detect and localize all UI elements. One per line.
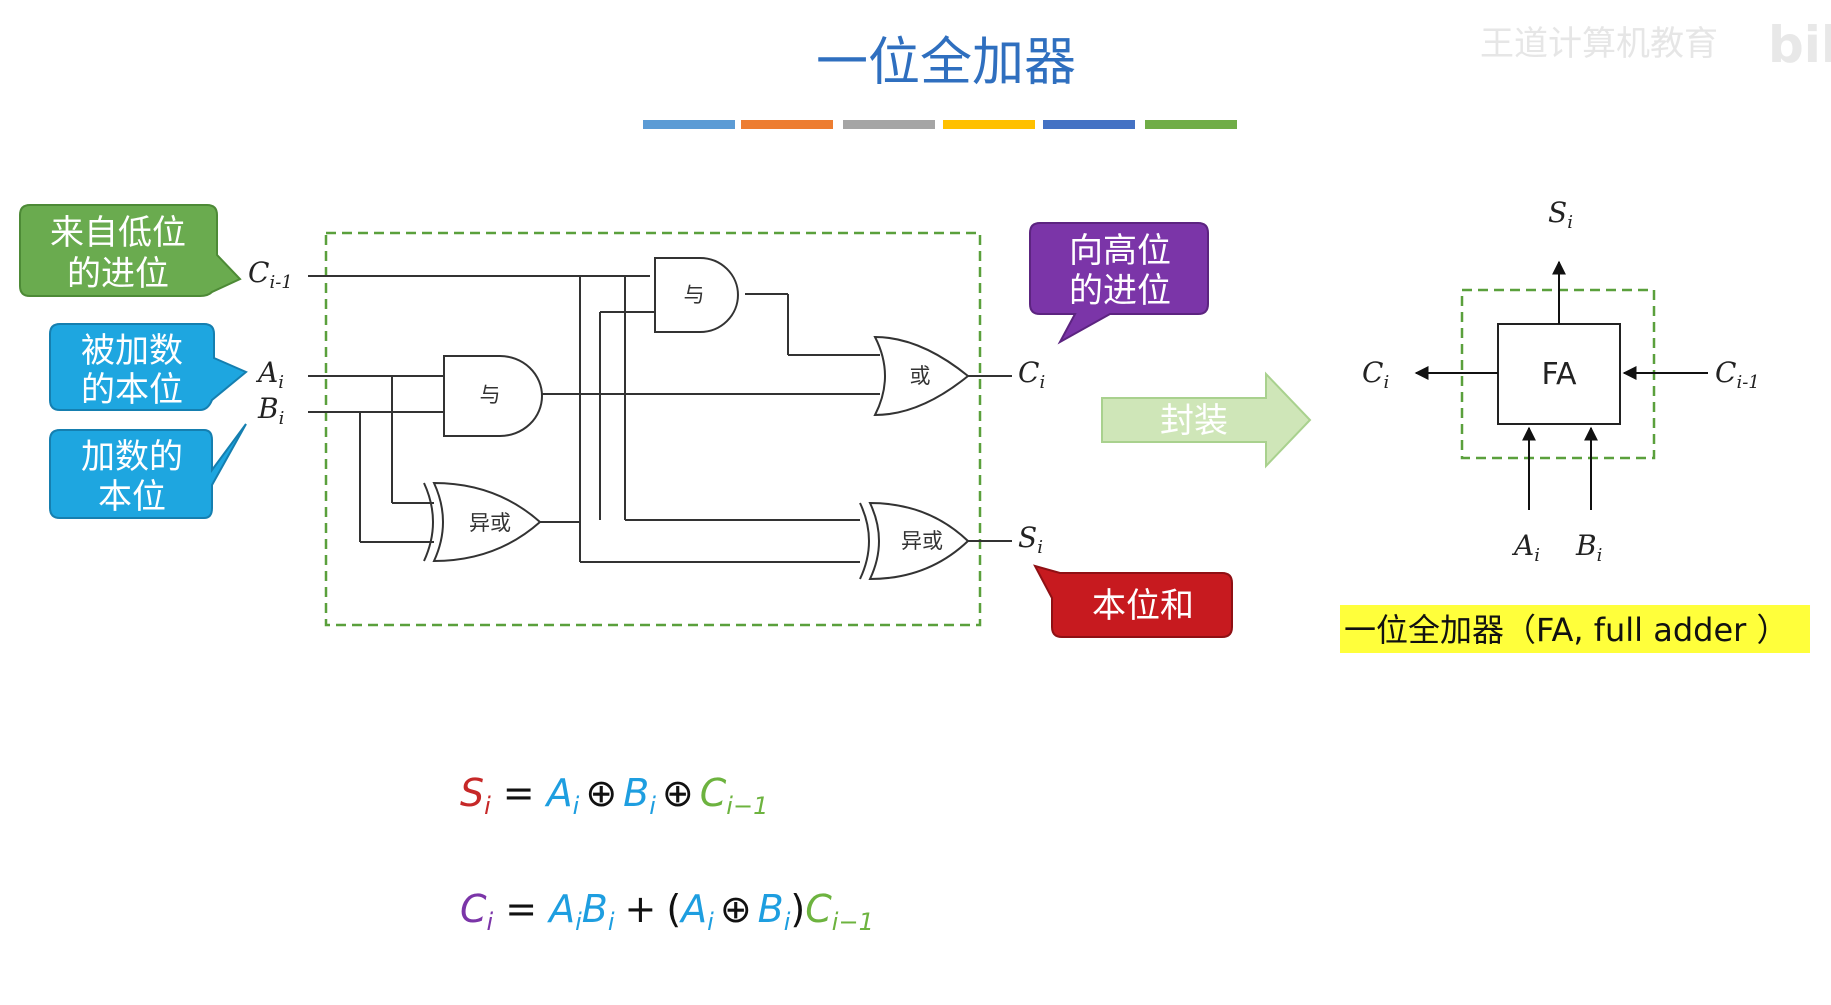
callout-carry-out-line1: 向高位 [1069, 231, 1171, 271]
fa-label-b: Bi [1575, 529, 1602, 566]
signal-c-prev: Ci-1 [248, 256, 293, 293]
title-bar-2 [741, 120, 833, 129]
callout-carry-in: 来自低位 的进位 [19, 204, 242, 297]
title-bar-1 [643, 120, 735, 129]
circuit-boundary [324, 231, 982, 627]
callout-sum: 本位和 [1033, 564, 1233, 638]
callout-addend: 被加数 的本位 [49, 323, 248, 411]
title-bar-4 [943, 120, 1035, 129]
xor-gate-output: 异或 [859, 501, 970, 581]
and-gate-top-label: 与 [684, 283, 705, 307]
and-gate-top: 与 [654, 257, 739, 333]
xor-gate-middle: 异或 [423, 481, 542, 563]
fa-block-diagram: FA Si Ci Ci-1 Ai Bi [1362, 196, 1760, 566]
title-bar-5 [1043, 120, 1135, 129]
fa-label-a: Ai [1511, 529, 1540, 566]
xor-gate-output-label: 异或 [901, 529, 943, 553]
or-gate: 或 [873, 335, 970, 417]
callout-carry-out-line2: 的进位 [1069, 271, 1171, 311]
callout-carry-out: 向高位 的进位 [1029, 222, 1209, 345]
callout-carry-in-line2: 的进位 [67, 254, 169, 294]
signal-c-out: Ci [1018, 356, 1045, 393]
encapsulate-arrow-label: 封装 [1160, 401, 1228, 441]
signal-s-out: Si [1018, 521, 1043, 558]
callout-augend-line1: 加数的 [81, 437, 183, 477]
formula-carry: Ci=AiBi+(Ai⊕Bi)Ci−1 [460, 887, 874, 936]
page-title: 一位全加器 [816, 33, 1076, 93]
fa-caption: 一位全加器（FA, full adder ） [1344, 611, 1788, 649]
title-bar-6 [1145, 120, 1237, 129]
callout-addend-line1: 被加数 [81, 331, 183, 371]
signal-b: Bi [257, 392, 284, 429]
formula-sum: Si=Ai⊕Bi⊕Ci−1 [460, 771, 768, 820]
and-gate-middle: 与 [443, 355, 543, 437]
title-underline [643, 120, 1237, 129]
fa-box-label: FA [1541, 357, 1577, 392]
callout-carry-in-line1: 来自低位 [50, 213, 186, 253]
encapsulate-arrow: 封装 [1101, 371, 1312, 469]
callout-sum-text: 本位和 [1092, 586, 1194, 626]
xor-gate-middle-label: 异或 [469, 511, 511, 535]
and-gate-middle-label: 与 [480, 383, 501, 407]
circuit-wires [308, 275, 1012, 563]
or-gate-label: 或 [910, 364, 931, 388]
fa-label-s: Si [1548, 196, 1573, 233]
watermark: 王道计算机教育 [1480, 24, 1718, 64]
callout-augend: 加数的 本位 [49, 423, 247, 519]
callout-augend-line2: 本位 [98, 477, 166, 517]
fa-caption-highlight [1340, 605, 1810, 653]
fa-label-c-in: Ci-1 [1715, 356, 1760, 393]
fa-label-c-out: Ci [1362, 356, 1389, 393]
title-bar-3 [843, 120, 935, 129]
bilibili-logo: bili [1768, 16, 1831, 74]
callout-addend-line2: 的本位 [81, 370, 183, 410]
signal-a: Ai [255, 356, 284, 393]
